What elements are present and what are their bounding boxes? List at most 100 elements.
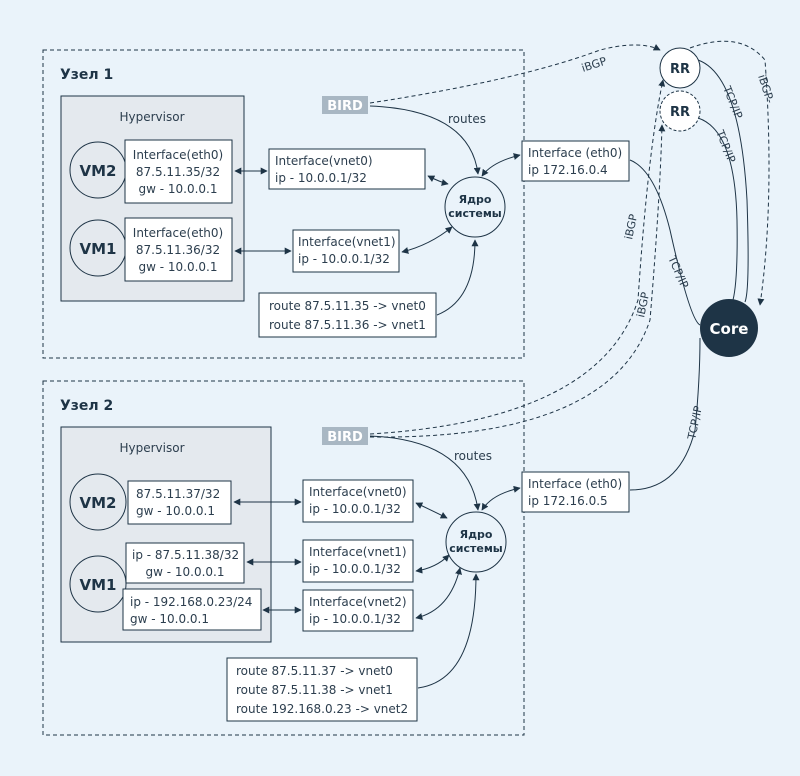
node1-eth0-l2: ip 172.16.0.4 (528, 163, 608, 177)
node1-routes-box (258, 292, 437, 338)
node1-vm1-iface (124, 217, 233, 282)
edge-label-tcpip-node2: TCP/IP (685, 404, 705, 441)
link-eth0-node2-core (629, 337, 701, 491)
node2-kernel-l2: системы (449, 542, 503, 555)
node1-vnet0 (268, 148, 426, 190)
node1-kernel (444, 176, 506, 238)
node2-vnet2 (302, 589, 414, 632)
node1-link-bird-kernel (369, 105, 481, 175)
node1-vm2-iface (124, 139, 233, 204)
link-rr2-core (697, 117, 738, 301)
node2-link-routes-kernel (417, 573, 480, 689)
node1-vnet0-l2: ip - 10.0.0.1/32 (275, 171, 367, 185)
core-router (700, 299, 758, 357)
node2-route-1: route 87.5.11.38 -> vnet1 (236, 683, 393, 697)
node1-route-1: route 87.5.11.36 -> vnet1 (269, 318, 426, 332)
node1-kernel-l1: Ядро (459, 193, 492, 206)
node2-link-vnet2-kernel (415, 567, 462, 620)
node1-vm1-iface-l2: 87.5.11.36/32 (136, 243, 220, 257)
node2-vm1-iface2-l2: gw - 10.0.0.1 (130, 612, 209, 626)
node2-route-2: route 192.168.0.23 -> vnet2 (236, 702, 408, 716)
ibgp-bird2-rr1 (369, 79, 666, 435)
node2-eth0 (521, 471, 630, 513)
node1-route-0: route 87.5.11.35 -> vnet0 (269, 299, 426, 313)
edge-label-tcpip-rr1: TCP/IP (720, 83, 745, 121)
rr-primary-label: RR (670, 62, 690, 77)
node1-vnet1-l1: Interface(vnet1) (298, 235, 396, 249)
ibgp-bird1-rr (369, 44, 661, 104)
node1-frame (42, 49, 525, 359)
node2-link-vnet0-kernel (415, 502, 448, 519)
node1-bird (322, 96, 368, 114)
node1-bird-label: BIRD (327, 99, 363, 114)
edge-label-ibgp-mid1: iBGP (622, 213, 640, 241)
node2-link-vnet1-kernel (415, 554, 450, 574)
node2-link-bird-kernel (369, 435, 481, 511)
node2-vm2-iface-l1: 87.5.11.37/32 (136, 487, 220, 501)
node1-vm1-iface-l3: gw - 10.0.0.1 (138, 260, 217, 274)
node1-vm2-iface-l1: Interface(eth0) (133, 148, 223, 162)
edge-label-tcpip-rr2: TCP/IP (713, 127, 738, 165)
ibgp-bird2-rr2 (369, 124, 666, 438)
node1-vm1-label: VM1 (80, 240, 117, 258)
rr-secondary-label: RR (670, 105, 690, 120)
node1-vm2-label: VM2 (80, 162, 117, 180)
node1-vm1-iface-l1: Interface(eth0) (133, 226, 223, 240)
node2-vnet1-l1: Interface(vnet1) (309, 545, 407, 559)
node2-bird (322, 427, 368, 445)
node2-vm1 (69, 555, 127, 613)
node2-route-0: route 87.5.11.37 -> vnet0 (236, 664, 393, 678)
node1-hypervisor-label: Hypervisor (119, 110, 184, 124)
node2-vnet0-l2: ip - 10.0.0.1/32 (309, 502, 401, 516)
node1-title: Узел 1 (60, 67, 113, 83)
node2-vnet1 (302, 539, 414, 583)
node2-vm2-iface-l2: gw - 10.0.0.1 (136, 504, 215, 518)
node2-link-kernel-eth0 (481, 485, 521, 511)
node1-link-vnet1-kernel (401, 226, 453, 254)
node2-bird-label: BIRD (327, 430, 363, 445)
node2-hypervisor-label: Hypervisor (119, 441, 184, 455)
node1-kernel-l2: системы (448, 207, 502, 220)
node1-vnet0-l1: Interface(vnet0) (275, 154, 373, 168)
node2-kernel (445, 511, 507, 573)
node2-vm1-iface2 (122, 588, 262, 631)
node2-kernel-l1: Ядро (460, 528, 493, 541)
node2-vm2-label: VM2 (80, 494, 117, 512)
node2-routes-box (226, 657, 418, 722)
link-rr1-core (697, 59, 749, 303)
node2-vm2-iface (127, 480, 232, 525)
ibgp-rr-core (689, 40, 770, 306)
edge-label-ibgp-mid2: iBGP (634, 291, 652, 319)
node2-vnet2-l2: ip - 10.0.0.1/32 (309, 612, 401, 626)
node2-vnet0 (302, 479, 414, 523)
link-eth0-node1-core (629, 159, 701, 326)
node1-vnet1 (292, 229, 400, 273)
core-label: Core (710, 320, 749, 338)
node2-frame (42, 380, 525, 736)
edge-label-ibgp-top: iBGP (580, 54, 609, 74)
node2-vnet0-l1: Interface(vnet0) (309, 485, 407, 499)
node2-eth0-l1: Interface (eth0) (528, 477, 622, 491)
node2-eth0-l2: ip 172.16.0.5 (528, 494, 608, 508)
node2-vm1-label: VM1 (80, 576, 117, 594)
node2-vnet1-l2: ip - 10.0.0.1/32 (309, 562, 401, 576)
rr-secondary (659, 90, 701, 132)
node2-vnet2-l1: Interface(vnet2) (309, 595, 407, 609)
node1-routes-label: routes (448, 112, 486, 126)
node1-link-kernel-eth0 (481, 153, 521, 177)
node1-vm2-iface-l3: gw - 10.0.0.1 (138, 182, 217, 196)
edge-label-ibgp-right: iBGP- (755, 73, 776, 105)
node1-vnet1-l2: ip - 10.0.0.1/32 (298, 252, 390, 266)
node2-vm1-iface-l2: gw - 10.0.0.1 (145, 565, 224, 579)
node1-eth0-l1: Interface (eth0) (528, 146, 622, 160)
node1-eth0 (521, 140, 630, 182)
node2-title: Узел 2 (60, 398, 113, 414)
node2-vm1-iface2-l1: ip - 192.168.0.23/24 (130, 595, 252, 609)
node2-vm1-iface-l1: ip - 87.5.11.38/32 (132, 548, 239, 562)
rr-primary (659, 47, 701, 89)
node1-link-vnet0-kernel (427, 175, 449, 186)
node2-vm1-iface (125, 542, 245, 584)
node1-vm2-iface-l2: 87.5.11.35/32 (136, 165, 220, 179)
node1-link-routes-kernel (436, 239, 479, 316)
